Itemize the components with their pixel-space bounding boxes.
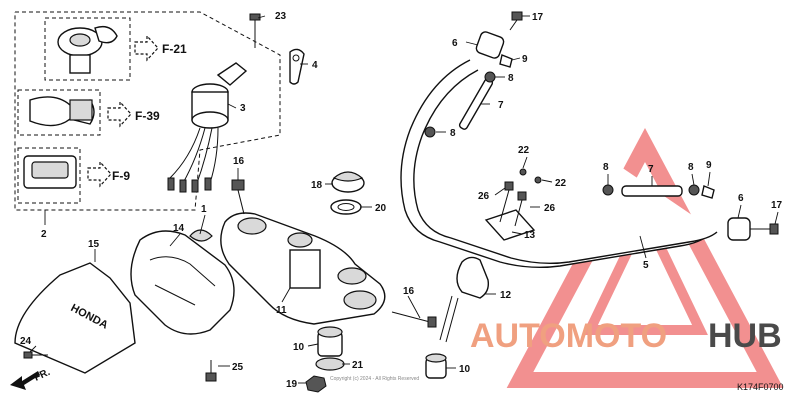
callout-numbers: 23 4 3 2 16 18 20 1 14 15 11 16 10 21 19…: [20, 11, 783, 390]
lower-holder-12: [439, 256, 490, 343]
ref-label-f9: F-9: [112, 169, 130, 183]
ref-arrow-f21: [134, 34, 159, 62]
nut-8-a: [484, 71, 496, 83]
grommet-1: [189, 229, 213, 242]
watermark-text-part2: HUB: [708, 317, 782, 355]
ref-label-f39: F-39: [135, 109, 160, 123]
callout-7-left: 7: [498, 100, 504, 111]
clip-9-b: [701, 185, 715, 199]
front-direction-arrow: FR.: [10, 367, 52, 390]
callout-19: 19: [286, 379, 298, 390]
callout-12: 12: [500, 290, 512, 301]
bolt-26-a: [499, 181, 514, 223]
callout-11: 11: [276, 305, 287, 316]
callout-22-top: 22: [518, 145, 530, 156]
callout-9-top: 9: [522, 54, 528, 65]
nut-8-b: [424, 126, 436, 138]
callout-17-top: 17: [532, 12, 544, 23]
callout-24: 24: [20, 336, 32, 347]
key-blank: [289, 48, 305, 85]
callout-2: 2: [41, 229, 47, 240]
callout-18: 18: [311, 180, 323, 191]
callout-5: 5: [643, 260, 649, 271]
callout-20: 20: [375, 203, 387, 214]
nut-19: [305, 375, 327, 393]
callout-13: 13: [524, 230, 536, 241]
callout-16-upper: 16: [233, 156, 245, 167]
ref-label-f21: F-21: [162, 42, 187, 56]
callout-10-left: 10: [293, 342, 305, 353]
screw-24: [23, 351, 48, 359]
ref-arrow-f9: [87, 160, 112, 188]
bar-end-6-top: [475, 31, 505, 59]
fitting-22-b: [534, 176, 542, 184]
callout-22-right: 22: [555, 178, 567, 189]
callout-17-right: 17: [771, 200, 783, 211]
callout-6-right: 6: [738, 193, 744, 204]
bolt-26-b: [514, 191, 527, 227]
callout-26-left: 26: [478, 191, 490, 202]
rubber-mount-10-right: [425, 353, 447, 379]
callout-15: 15: [88, 239, 100, 250]
callout-8-right-b: 8: [688, 162, 694, 173]
callout-7-right: 7: [648, 164, 654, 175]
front-cover-15: HONDA: [14, 262, 136, 374]
screw-23: [249, 13, 261, 48]
screw-17-top: [509, 11, 523, 31]
callout-8-right-a: 8: [603, 162, 609, 173]
callout-9-right: 9: [706, 160, 712, 171]
key-cylinder-drawing: [57, 25, 118, 74]
bar-end-6-right: [727, 217, 751, 241]
watermark-text-part1: AUTOMOTO: [470, 317, 667, 355]
upper-holder-13: [484, 209, 536, 241]
washer-21: [315, 357, 345, 371]
front-label: FR.: [33, 367, 52, 384]
switch-block-drawing: [23, 155, 77, 189]
callout-21: 21: [352, 360, 364, 371]
callout-8-top: 8: [508, 73, 514, 84]
nut-8-d: [688, 184, 700, 196]
callout-6-top: 6: [452, 38, 458, 49]
nut-8-c: [602, 184, 614, 196]
callout-23: 23: [275, 11, 287, 22]
bolt-16-lower: [391, 311, 437, 328]
callout-10-right: 10: [459, 364, 471, 375]
copyright-note: Copyright (c) 2024 - All Rights Reserved: [330, 376, 419, 382]
stem-nut-cap: [331, 171, 365, 193]
ref-arrow-f39: [107, 100, 132, 128]
clip-9-a: [499, 54, 513, 68]
fitting-22-a: [519, 168, 527, 176]
callout-25: 25: [232, 362, 244, 373]
handlebar-5: [400, 59, 718, 269]
key-drawing: [29, 96, 95, 127]
washer-20: [330, 199, 362, 215]
ignition-switch: [167, 62, 248, 193]
callout-1: 1: [201, 204, 207, 215]
callout-3: 3: [240, 103, 246, 114]
screw-25: [205, 360, 217, 382]
callout-8-mid: 8: [450, 128, 456, 139]
rubber-mount-10-left: [317, 326, 343, 357]
screw-17-right: [750, 223, 779, 235]
weight-rod-7-right: [621, 185, 683, 197]
callout-4: 4: [312, 60, 318, 71]
leader-lines: [29, 15, 779, 384]
callout-14: 14: [173, 223, 185, 234]
bolt-16-upper: [231, 179, 245, 215]
callout-16-lower: 16: [403, 286, 415, 297]
cover-14: [130, 230, 235, 335]
watermark-text: AUTOMOTO HUB: [470, 317, 782, 355]
top-bridge: [220, 212, 386, 325]
callout-26-right: 26: [544, 203, 556, 214]
diagram-code: K174F0700: [737, 382, 784, 392]
